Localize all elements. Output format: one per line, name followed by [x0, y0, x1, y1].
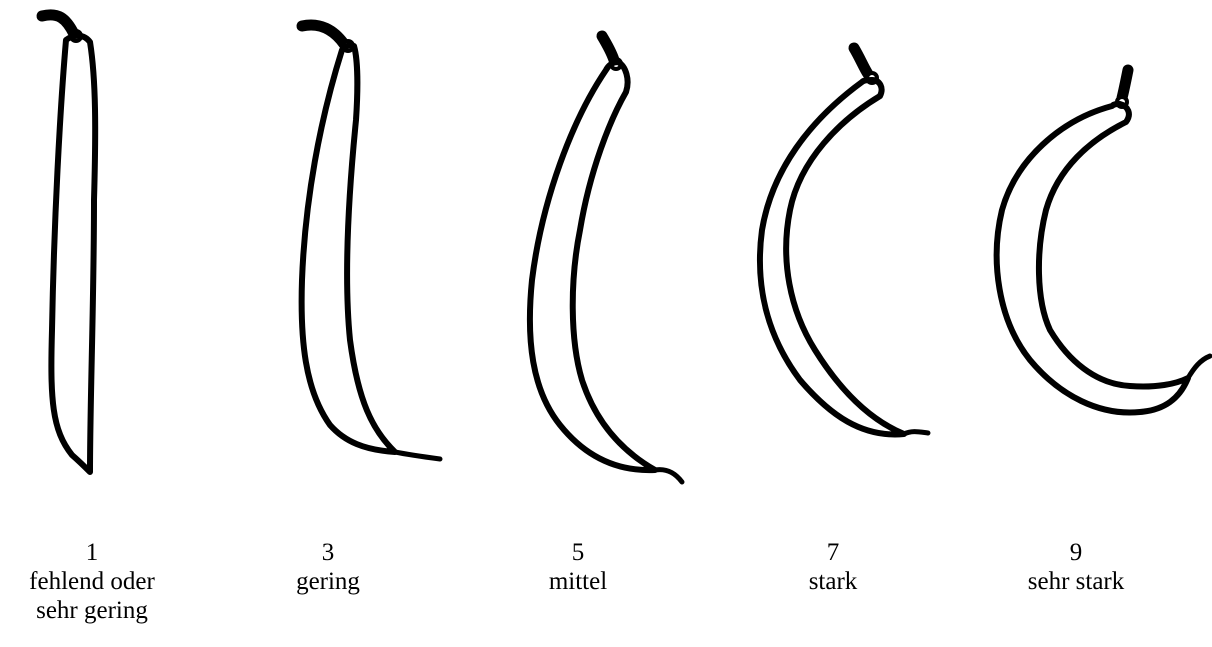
pod-7-stem [854, 48, 868, 74]
pod-illustration-1 [42, 15, 95, 472]
caption-9: 9 sehr stark [986, 538, 1166, 596]
pod-5-stem [602, 36, 614, 60]
pod-7-tip [904, 432, 928, 434]
caption-1: 1 fehlend oder sehr gering [2, 538, 182, 625]
pod-7-outline [760, 80, 904, 434]
caption-number-5: 5 [488, 538, 668, 567]
pod-illustration-7 [760, 48, 928, 434]
caption-label-7: stark [743, 567, 923, 596]
caption-label-9: sehr stark [986, 567, 1166, 596]
caption-number-3: 3 [238, 538, 418, 567]
caption-label-3: gering [238, 567, 418, 596]
pod-1-outline [51, 36, 95, 472]
pod-9-tip [1188, 356, 1210, 378]
pod-9-stem [1122, 70, 1128, 98]
pod-5-tip [655, 470, 682, 482]
pod-3-stem [302, 25, 344, 44]
pod-illustration-3 [302, 25, 440, 459]
caption-label-5: mittel [488, 567, 668, 596]
caption-5: 5 mittel [488, 538, 668, 596]
pod-3-tip [395, 452, 440, 459]
caption-label-1: fehlend oder sehr gering [12, 567, 172, 625]
pod-9-outline [997, 104, 1188, 413]
pod-illustration-5 [530, 36, 682, 482]
caption-3: 3 gering [238, 538, 418, 596]
pod-illustration-9 [997, 70, 1210, 413]
pod-1-stem [42, 15, 74, 34]
caption-number-7: 7 [743, 538, 923, 567]
caption-7: 7 stark [743, 538, 923, 596]
caption-number-1: 1 [2, 538, 182, 567]
caption-number-9: 9 [986, 538, 1166, 567]
pod-3-outline [302, 45, 395, 452]
pod-5-outline [530, 62, 655, 470]
